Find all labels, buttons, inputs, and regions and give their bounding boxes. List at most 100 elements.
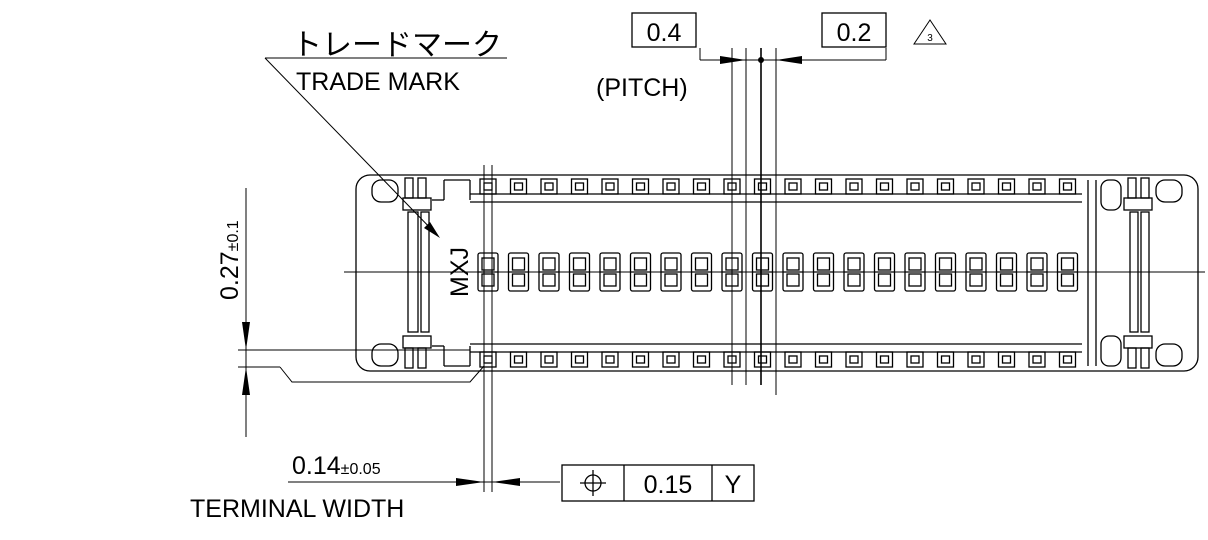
position-tolerance-frame bbox=[561, 464, 755, 502]
middle-contact-slot bbox=[694, 257, 709, 271]
terminal-width-value: 0.14 bbox=[292, 452, 341, 480]
middle-contact-slot bbox=[664, 273, 678, 287]
top-terminal-window bbox=[696, 182, 707, 191]
arrowhead bbox=[456, 478, 484, 486]
connector-body-outline bbox=[355, 174, 1199, 372]
top-terminal-window bbox=[1062, 182, 1073, 191]
top-terminal-window bbox=[513, 182, 524, 191]
top-terminal-window bbox=[849, 182, 859, 191]
middle-contact-slot bbox=[633, 257, 648, 271]
middle-contact-slot bbox=[603, 257, 617, 271]
middle-contact-slot bbox=[786, 273, 800, 287]
bottom-terminal bbox=[631, 351, 650, 368]
top-terminal bbox=[509, 178, 528, 195]
top-terminal bbox=[662, 178, 680, 195]
top-terminal bbox=[1028, 178, 1046, 195]
middle-contact-slot bbox=[633, 273, 648, 287]
middle-contact-slot bbox=[542, 273, 556, 287]
middle-contact-slot bbox=[847, 273, 861, 287]
bottom-terminal-window bbox=[605, 355, 615, 364]
height-extension-line bbox=[279, 365, 485, 383]
middle-contact-slot bbox=[908, 273, 922, 287]
middle-contact-slot bbox=[572, 257, 587, 271]
trade-mark-leader bbox=[264, 57, 439, 237]
middle-contact-slot bbox=[664, 257, 678, 271]
revision-mark-number: 3 bbox=[927, 33, 933, 44]
top-terminal bbox=[997, 178, 1016, 195]
middle-contact-slot bbox=[481, 257, 495, 271]
middle-contact-slot bbox=[1060, 257, 1075, 271]
bottom-terminal-window bbox=[849, 355, 859, 364]
bottom-terminal-window bbox=[818, 355, 829, 364]
bottom-terminal bbox=[570, 351, 589, 368]
middle-contact-slot bbox=[908, 257, 922, 271]
bottom-terminal-window bbox=[513, 355, 524, 364]
top-terminal-window bbox=[910, 182, 920, 191]
middle-contact-slot bbox=[999, 273, 1014, 287]
terminal-width-dimension-value: 0.14±0.05 bbox=[292, 452, 381, 480]
bottom-terminal-window bbox=[910, 355, 920, 364]
bottom-terminal bbox=[540, 351, 558, 368]
marking-text: MXJ bbox=[446, 247, 474, 297]
top-terminal-row bbox=[479, 178, 1077, 195]
bottom-terminal bbox=[845, 351, 863, 368]
top-terminal-window bbox=[666, 182, 676, 191]
bottom-terminal-window bbox=[544, 355, 554, 364]
bottom-terminal bbox=[997, 351, 1016, 368]
middle-contact-slot bbox=[999, 257, 1014, 271]
bottom-terminal-window bbox=[696, 355, 707, 364]
middle-contact-slot bbox=[694, 273, 709, 287]
bottom-terminal-window bbox=[1062, 355, 1073, 364]
top-terminal-window bbox=[483, 182, 493, 191]
bottom-terminal bbox=[1058, 351, 1077, 368]
top-terminal-window bbox=[1032, 182, 1042, 191]
middle-contact-slot bbox=[572, 273, 587, 287]
top-terminal-window bbox=[940, 182, 951, 191]
pitch-value-box bbox=[631, 12, 697, 48]
bottom-terminal-window bbox=[757, 355, 768, 364]
pitch-label: (PITCH) bbox=[596, 74, 688, 102]
trade-mark-arrowhead bbox=[424, 222, 440, 238]
bottom-terminal-window bbox=[483, 355, 493, 364]
bottom-terminal-window bbox=[879, 355, 890, 364]
trade-mark-label-en: TRADE MARK bbox=[296, 68, 460, 96]
position-symbol-icon bbox=[580, 470, 606, 496]
height-tolerance: ±0.1 bbox=[225, 220, 242, 251]
bottom-terminal-window bbox=[940, 355, 951, 364]
top-terminal-window bbox=[1001, 182, 1012, 191]
top-terminal-window bbox=[818, 182, 829, 191]
middle-contact-slot bbox=[542, 257, 556, 271]
bottom-terminal bbox=[601, 351, 619, 368]
offset-value: 0.2 bbox=[837, 19, 872, 47]
top-terminal bbox=[967, 178, 985, 195]
middle-contact-slot bbox=[786, 257, 800, 271]
middle-contact-slot bbox=[816, 273, 831, 287]
middle-contact-slot bbox=[938, 273, 953, 287]
top-terminal bbox=[1058, 178, 1077, 195]
middle-contact-slot bbox=[1060, 273, 1075, 287]
top-terminal bbox=[906, 178, 924, 195]
bottom-terminal bbox=[692, 351, 711, 368]
top-terminal-window bbox=[544, 182, 554, 191]
offset-value-box bbox=[821, 12, 887, 48]
middle-contact-slot bbox=[481, 273, 495, 287]
middle-contact-slot bbox=[847, 257, 861, 271]
top-terminal-window bbox=[788, 182, 798, 191]
arrowhead bbox=[242, 322, 250, 350]
bottom-terminal-window bbox=[788, 355, 798, 364]
bottom-terminal bbox=[1028, 351, 1046, 368]
top-terminal bbox=[570, 178, 589, 195]
middle-contact-slot bbox=[877, 273, 892, 287]
middle-contact-slot bbox=[603, 273, 617, 287]
terminal-width-label: TERMINAL WIDTH bbox=[190, 495, 404, 523]
bottom-terminal bbox=[967, 351, 985, 368]
bottom-terminal-window bbox=[574, 355, 585, 364]
middle-contact-slot bbox=[511, 257, 526, 271]
bottom-terminal bbox=[814, 351, 833, 368]
bottom-terminal-window bbox=[971, 355, 981, 364]
top-terminal bbox=[692, 178, 711, 195]
right-end-structure bbox=[1087, 177, 1183, 369]
pitch-value: 0.4 bbox=[647, 19, 682, 47]
middle-contact-slot bbox=[969, 257, 983, 271]
